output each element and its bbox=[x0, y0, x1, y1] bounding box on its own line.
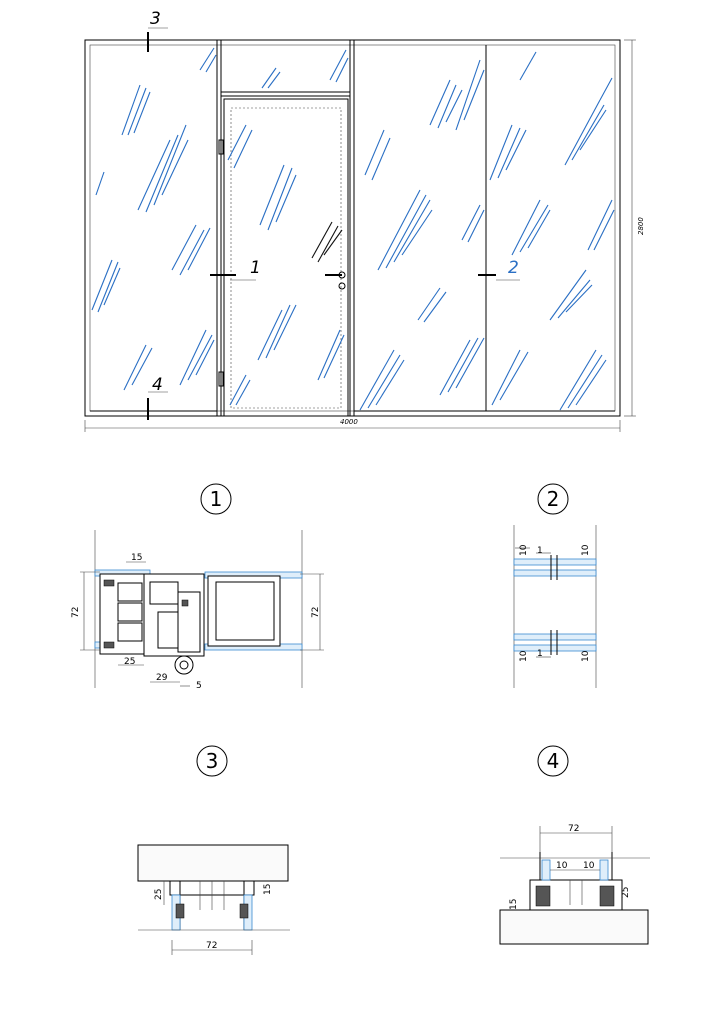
section-mark-3: 3 bbox=[150, 9, 161, 29]
d2-dim-10-b: 10 bbox=[581, 544, 591, 556]
d1-dim-25: 25 bbox=[124, 657, 135, 667]
door-leaf bbox=[223, 98, 349, 417]
d4-dim-15: 15 bbox=[509, 899, 519, 910]
partition-elevation: 3 4 1 2 4000 2800 bbox=[84, 9, 645, 432]
section-mark-4: 4 bbox=[152, 375, 163, 395]
detail-label-4: 4 bbox=[547, 749, 560, 773]
d2-dim-1-a: 1 bbox=[537, 546, 543, 556]
door-glass-outline bbox=[230, 107, 342, 409]
overall-height-label: 2800 bbox=[637, 217, 645, 235]
d1-dim-5: 5 bbox=[196, 681, 202, 691]
detail-2-butt-joint-section: 10 1 10 10 1 10 bbox=[513, 525, 597, 688]
d3-dim-15: 15 bbox=[263, 884, 273, 895]
inner-frame bbox=[89, 44, 616, 412]
d1-height-right: 72 bbox=[311, 607, 321, 618]
detail-4-floor-section: 72 10 10 15 25 bbox=[499, 824, 650, 945]
d2-dim-10-a: 10 bbox=[519, 544, 529, 556]
d4-dim-72: 72 bbox=[568, 824, 579, 834]
detail-label-2: 2 bbox=[547, 487, 560, 511]
detail-3-ceiling-section: 25 15 72 bbox=[137, 844, 290, 955]
section-mark-1: 1 bbox=[250, 258, 261, 278]
door-lock-icon bbox=[338, 282, 346, 290]
d3-dim-25: 25 bbox=[154, 889, 164, 900]
detail-labels: 1 2 3 4 bbox=[196, 483, 569, 777]
outer-frame bbox=[84, 39, 621, 417]
detail-label-3: 3 bbox=[206, 749, 219, 773]
d1-dim-29: 29 bbox=[156, 673, 168, 683]
d4-dim-10-b: 10 bbox=[583, 861, 595, 871]
d4-dim-10-a: 10 bbox=[556, 861, 568, 871]
d1-dim-15: 15 bbox=[131, 553, 142, 563]
d3-dim-72: 72 bbox=[206, 941, 217, 951]
overall-width-label: 4000 bbox=[340, 418, 358, 426]
glass-hatching bbox=[91, 47, 615, 411]
detail-1-door-frame-section: 72 72 15 25 29 5 bbox=[71, 530, 324, 691]
d1-height-left: 72 bbox=[71, 607, 81, 618]
d4-floor-slab bbox=[499, 909, 649, 945]
d2-dim-10-c: 10 bbox=[519, 650, 529, 662]
d2-dim-1-b: 1 bbox=[537, 649, 543, 659]
hinge-bottom bbox=[218, 371, 224, 387]
d4-dim-25: 25 bbox=[621, 887, 631, 898]
detail-label-1: 1 bbox=[210, 487, 223, 511]
hinge-top bbox=[218, 139, 224, 155]
section-mark-2: 2 bbox=[508, 258, 519, 278]
d3-ceiling-slab bbox=[137, 844, 289, 882]
d2-dim-10-d: 10 bbox=[581, 650, 591, 662]
